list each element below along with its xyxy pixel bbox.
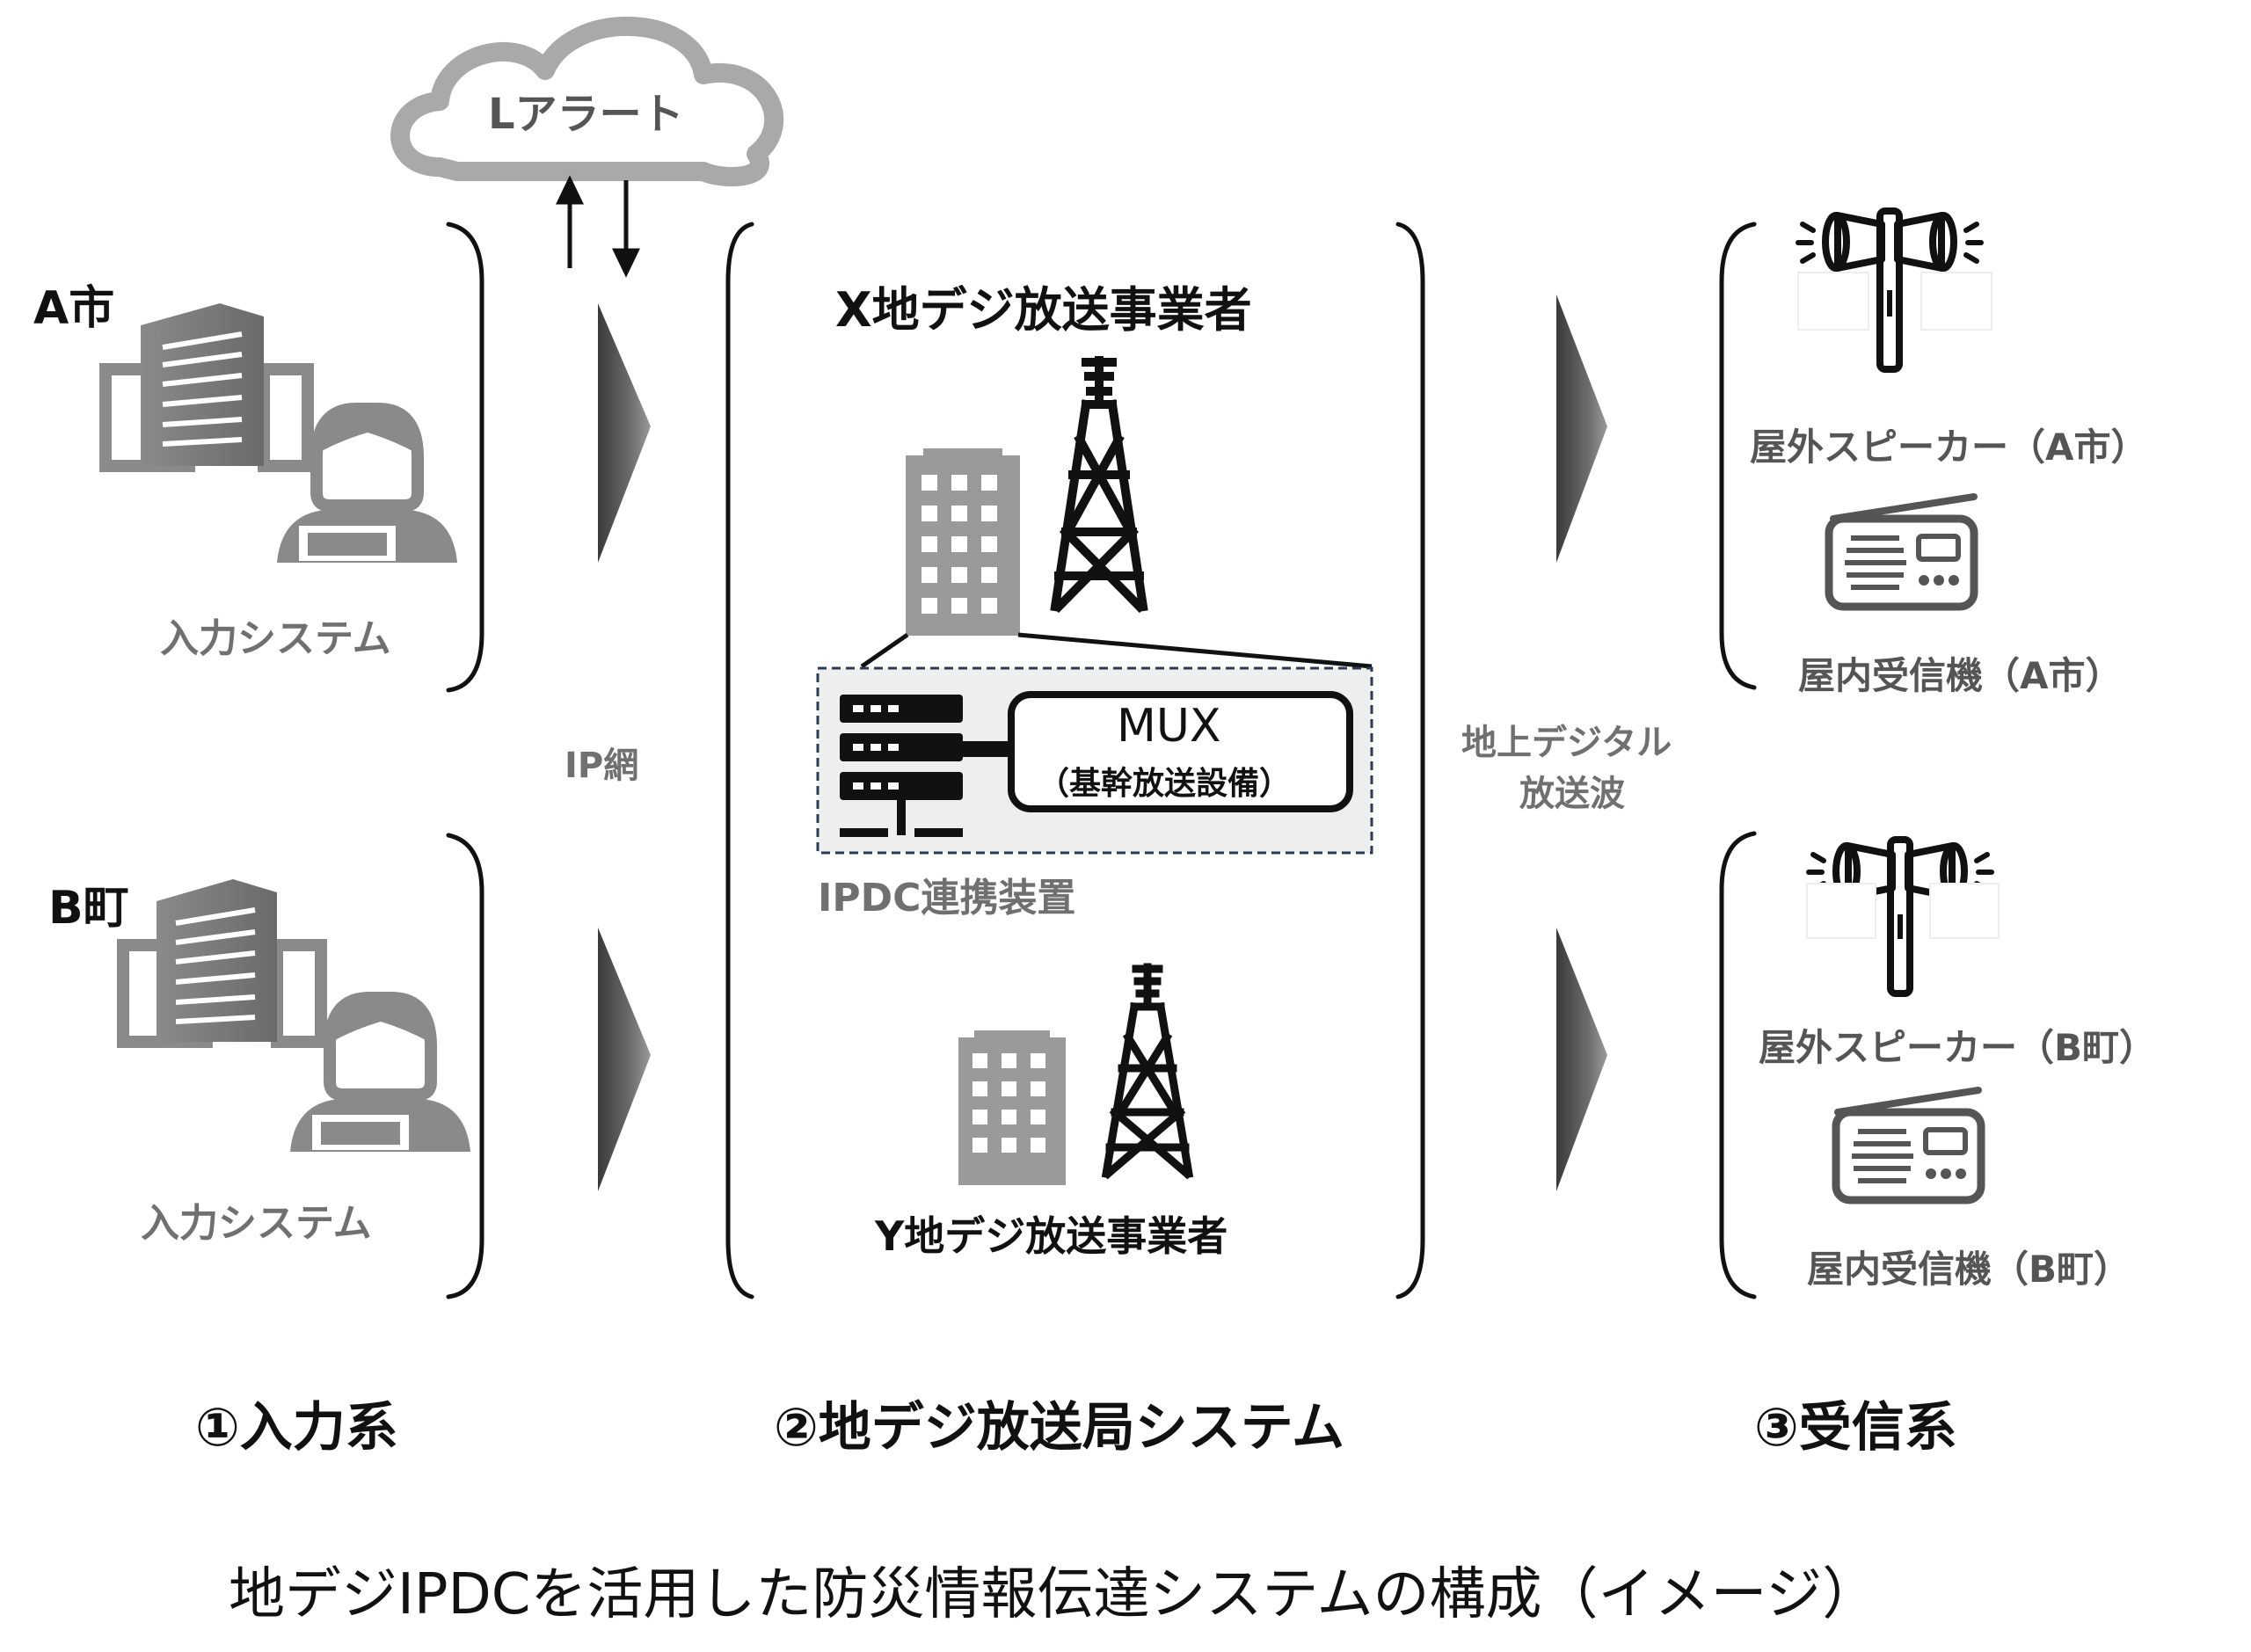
mux-subtitle: （基幹放送設備） — [1038, 766, 1292, 802]
operator-icon-b — [290, 992, 470, 1152]
station-building-icon-x — [906, 448, 1020, 636]
indoor-receiver-a-label: 屋内受信機（A市） — [1798, 654, 2123, 697]
ip-network-label: IP網 — [565, 746, 639, 786]
arrow-wave-a — [1556, 295, 1607, 563]
server-rack-icon — [840, 695, 963, 837]
station-building-icon-y — [958, 1030, 1066, 1185]
input-a-system-label: 入力システム — [160, 616, 391, 661]
operator-icon-a — [277, 403, 457, 563]
indoor-receiver-icon-a — [1825, 493, 1978, 611]
tower-icon-x — [1050, 356, 1148, 614]
outdoor-speaker-icon-a — [1796, 207, 1992, 373]
updown-arrows — [556, 175, 640, 278]
broadcaster-x-label: X地デジ放送事業者 — [835, 282, 1252, 338]
input-b-name: B町 — [48, 882, 129, 935]
office-building-icon-b — [117, 879, 327, 1048]
broadcaster-y-label: Y地デジ放送事業者 — [875, 1212, 1228, 1260]
outdoor-speaker-b-label: 屋外スピーカー（B町） — [1759, 1026, 2157, 1069]
flow-arrows — [598, 295, 1607, 1191]
ipdc-callout-lines — [860, 632, 1373, 669]
tower-icon-y — [1101, 963, 1194, 1180]
section-input-label: ①入力系 — [195, 1397, 398, 1459]
mux-box — [1008, 691, 1353, 812]
indoor-receiver-b-label: 屋内受信機（B町） — [1807, 1248, 2131, 1291]
input-a-name: A市 — [33, 282, 115, 335]
ipdc-label: IPDC連携装置 — [818, 876, 1076, 921]
wave-label-line2: 放送波 — [1519, 774, 1625, 814]
office-building-icon-a — [99, 303, 314, 472]
arrow-input-b — [598, 928, 651, 1191]
cloud-icon — [390, 16, 783, 186]
brackets — [446, 222, 1757, 1299]
section-station-label: ②地デジ放送局システム — [774, 1397, 1345, 1459]
wave-label-line1: 地上デジタル — [1461, 723, 1672, 763]
mux-title: MUX — [1117, 700, 1221, 753]
cloud-label: Lアラート — [488, 90, 684, 139]
indoor-receiver-icon-b — [1832, 1087, 1985, 1204]
arrow-input-a — [598, 303, 651, 563]
input-b-system-label: 入力システム — [141, 1201, 372, 1246]
diagram-caption: 地デジIPDCを活用した防災情報伝達システムの構成（イメージ） — [229, 1562, 1879, 1627]
arrow-wave-b — [1556, 928, 1607, 1191]
section-receive-label: ③受信系 — [1754, 1397, 1957, 1459]
outdoor-speaker-icon-b — [1806, 836, 2000, 997]
outdoor-speaker-a-label: 屋外スピーカー（A市） — [1750, 426, 2148, 469]
